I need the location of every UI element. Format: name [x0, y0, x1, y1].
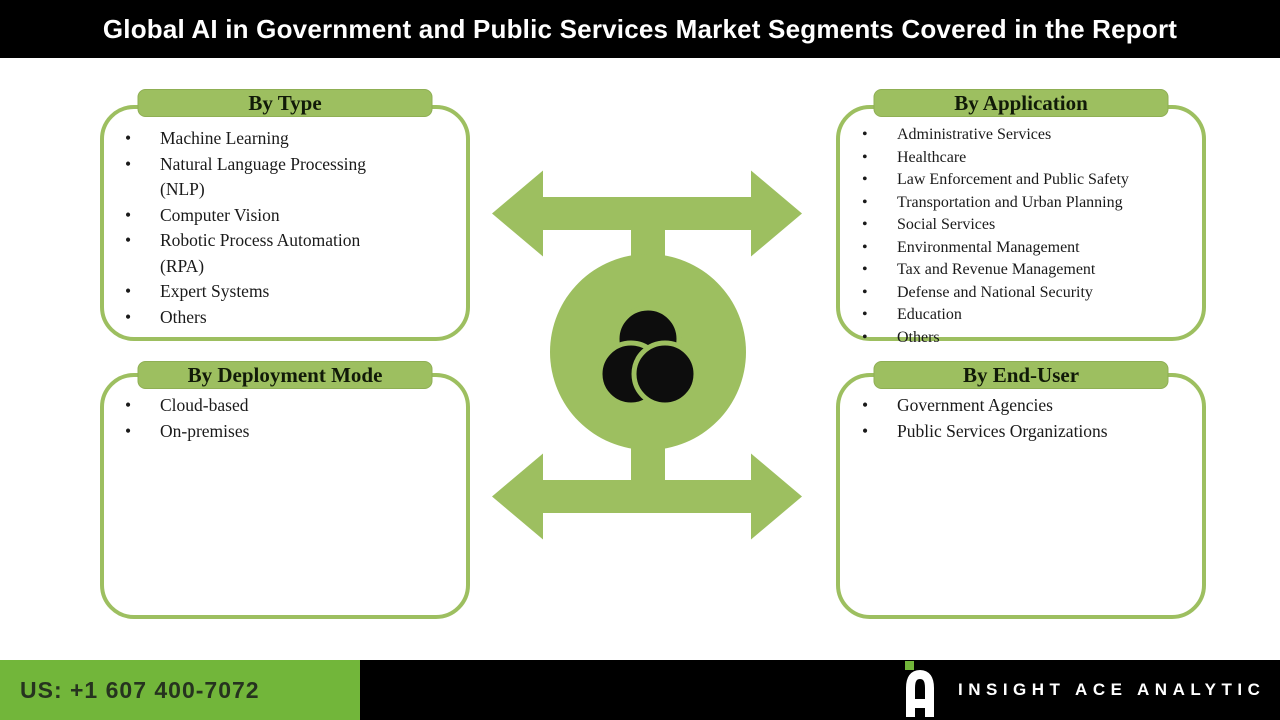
list-item-label: Social Services: [897, 216, 996, 233]
list-item: • Administrative Services: [862, 124, 1202, 147]
list-item-label: Machine Learning: [160, 128, 289, 148]
bullet-list-deployment-mode: • Cloud-based • On-premises: [104, 377, 466, 444]
list-item: • Transportation and Urban Planning: [862, 192, 1202, 215]
list-item: • Healthcare: [862, 147, 1202, 170]
list-item-label: Environmental Management: [897, 238, 1080, 256]
segment-header-application: By Application: [873, 89, 1169, 117]
bullet-icon: •: [125, 230, 132, 250]
list-item-label: On-premises: [160, 420, 250, 441]
bullet-icon: •: [862, 126, 868, 143]
segment-box-deployment-mode: By Deployment Mode • Cloud-based • On-premi…: [100, 361, 470, 619]
bullet-list-type: • Machine Learning • Natural Language Proce…: [104, 109, 466, 330]
bullet-icon: •: [862, 193, 868, 211]
segment-title: By Deployment Mode: [187, 362, 383, 387]
bullet-icon: •: [125, 420, 132, 441]
bullet-icon: •: [862, 283, 868, 301]
segment-box-end-user: By End-User • Government Agencies • Public …: [836, 361, 1206, 619]
title-bar: Global AI in Government and Public Servi…: [0, 0, 1280, 58]
list-item: • Natural Language Processing (NLP): [125, 152, 466, 203]
segment-box-type: By Type • Machine Learning • Natural Langua…: [100, 89, 470, 341]
list-item-label: Computer Vision: [160, 204, 280, 225]
brand-name-label: INSIGHT ACE ANALYTIC: [958, 680, 1266, 699]
list-item: • Machine Learning: [125, 126, 466, 152]
bullet-icon: •: [862, 306, 868, 323]
list-item: • Robotic Process Automation (RPA): [125, 228, 466, 279]
horizontal-double-arrow-top: [492, 170, 802, 257]
footer-phone-panel: US: +1 607 400-7072: [0, 660, 360, 720]
segment-header-end-user: By End-User: [873, 361, 1169, 389]
list-item: • Cloud-based: [125, 393, 466, 419]
list-item: • Public Services Organizations: [862, 419, 1202, 445]
footer-bar: [360, 660, 1280, 720]
segment-title: By Application: [954, 90, 1088, 115]
phone-number: US: +1 607 400-7072: [20, 676, 260, 703]
bullet-icon: •: [862, 395, 869, 415]
bullet-icon: •: [125, 153, 132, 174]
list-item: • Expert Systems: [125, 279, 466, 305]
horizontal-double-arrow-bottom: [492, 453, 802, 540]
bullet-icon: •: [862, 238, 868, 256]
segment-box-application: By Application •Administrative Services•…: [836, 89, 1206, 346]
list-item: • Defense and National Security: [862, 282, 1202, 305]
bullet-icon: •: [862, 420, 869, 441]
list-item-label: Administrative Services: [897, 126, 1052, 143]
segment-header-type: By Type: [137, 89, 433, 117]
bullet-icon: •: [125, 128, 132, 148]
bullet-list-end-user: • Government Agencies • Public Services Org…: [840, 377, 1202, 444]
list-item: • Others: [862, 327, 1202, 350]
list-item: • Social Services: [862, 214, 1202, 237]
list-item-label: Healthcare: [897, 148, 967, 166]
center-connector-graphic: [492, 170, 802, 540]
list-item: • Environmental Management: [862, 237, 1202, 260]
bullet-icon: •: [125, 395, 132, 415]
list-item-label: Education: [897, 306, 962, 323]
bullet-icon: •: [862, 328, 868, 346]
list-item: • Tax and Revenue Management: [862, 259, 1202, 282]
segment-title: By Type: [248, 90, 322, 115]
bullet-icon: •: [862, 216, 868, 233]
list-item-label: Public Services Organizations: [897, 420, 1108, 441]
brand-name: INSIGHT ACE ANALYTIC: [958, 660, 1265, 720]
list-item-label: Natural Language Processing (NLP): [160, 153, 367, 200]
list-item-label: Government Agencies: [897, 395, 1053, 415]
list-item: • On-premises: [125, 419, 466, 445]
bullet-icon: •: [125, 204, 132, 225]
list-item-label: Cloud-based: [160, 395, 249, 415]
segment-header-deployment-mode: By Deployment Mode: [137, 361, 433, 389]
bullet-icon: •: [125, 306, 132, 327]
bullet-icon: •: [862, 261, 868, 278]
list-item-label: Robotic Process Automation (RPA): [160, 230, 361, 276]
bullet-list-application: • Administrative Services • Healthcare • Law …: [840, 109, 1202, 349]
list-item-label: Law Enforcement and Public Safety: [897, 171, 1129, 188]
insight-ace-logo-icon: [905, 661, 934, 717]
list-item-label: Defense and National Security: [897, 283, 1093, 301]
list-item: • Education: [862, 304, 1202, 327]
bullet-icon: •: [125, 281, 132, 301]
list-item-label: Others: [160, 306, 207, 327]
list-item-label: Transportation and Urban Planning: [897, 193, 1123, 211]
list-item-label: Expert Systems: [160, 281, 270, 301]
list-item: • Others: [125, 305, 466, 331]
list-item: • Government Agencies: [862, 393, 1202, 419]
list-item: • Law Enforcement and Public Safety: [862, 169, 1202, 192]
list-item-label: Others: [897, 328, 940, 346]
list-item-label: Tax and Revenue Management: [897, 261, 1096, 278]
bullet-icon: •: [862, 171, 868, 188]
venn-diagram-icon: [597, 305, 699, 408]
bullet-icon: •: [862, 148, 868, 166]
list-item: • Computer Vision: [125, 203, 466, 229]
page-title: Global AI in Government and Public Servi…: [102, 13, 1178, 44]
segment-title: By End-User: [962, 362, 1080, 387]
